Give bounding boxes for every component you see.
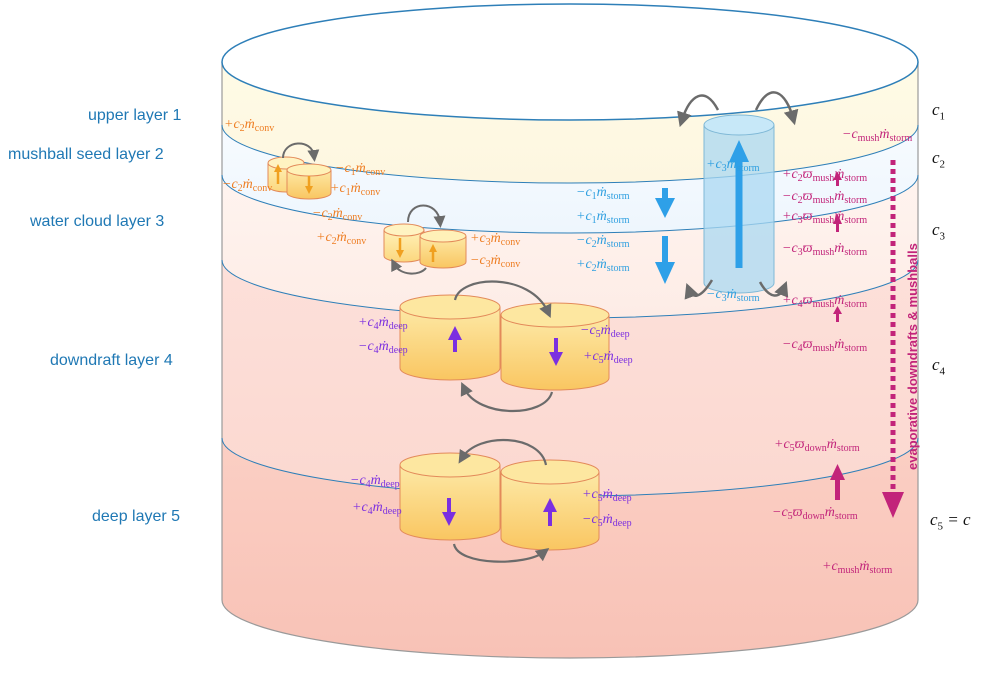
flux-deep-plus-c5-a: +c5ṁdeep — [583, 349, 633, 366]
layer-label-deep: deep layer 5 — [92, 508, 181, 525]
flux-deep-minus-c5-a: −c5ṁdeep — [580, 323, 630, 340]
level-c1: c1 — [932, 100, 946, 123]
flux-mush-plus-bottom: +cmushṁstorm — [822, 559, 893, 576]
flux-conv-plus-c2-top: +c2ṁconv — [224, 117, 275, 134]
level-c3: c3 — [932, 220, 946, 243]
flux-deep-plus-c4-b: +c4ṁdeep — [352, 500, 402, 517]
flux-deep-minus-c4-a: −c4ṁdeep — [358, 339, 408, 356]
flux-storm-minus-c2: −c2ṁstorm — [576, 233, 630, 250]
flux-storm-plus-c3: +c3ṁstorm — [706, 157, 760, 174]
flux-conv-minus-c2-mid: −c2ṁconv — [312, 206, 363, 223]
flux-down-minus-c5: −c5ϖdownṁstorm — [772, 505, 858, 522]
deep-cells-deep — [399, 439, 600, 563]
layer-label-upper: upper layer 1 — [88, 107, 182, 124]
side-label-evaporative: evaporative downdrafts & mushballs — [905, 243, 920, 470]
flux-conv-plus-c1: +c1ṁconv — [330, 181, 381, 198]
cylinder-top — [221, 3, 919, 121]
interface-2 — [221, 174, 919, 234]
flux-mush-plus-c2: +c2ϖmushṁstorm — [782, 167, 868, 184]
flux-storm-plus-c2: +c2ṁstorm — [576, 257, 630, 274]
deep-cells-downdraft — [399, 280, 610, 413]
mushball-dashed-arrowhead — [882, 492, 904, 518]
level-c2: c2 — [932, 148, 946, 171]
flux-mush-plus-c3: +c3ϖmushṁstorm — [782, 209, 868, 226]
flux-mush-plus-c4: +c4ϖmushṁstorm — [782, 293, 868, 310]
layer-label-seed: mushball seed layer 2 — [8, 146, 164, 163]
storm-column — [677, 91, 799, 300]
layer-label-downdraft: downdraft layer 4 — [50, 352, 173, 369]
flux-deep-minus-c5-b: −c5ṁdeep — [582, 512, 632, 529]
layer-label-water: water cloud layer 3 — [30, 213, 165, 230]
flux-storm-minus-c1: −c1ṁstorm — [576, 185, 630, 202]
flux-mush-minus-top: −cmushṁstorm — [842, 127, 913, 144]
flux-storm-plus-c1: +c1ṁstorm — [576, 209, 630, 226]
conv-cell-seed — [267, 142, 332, 200]
mush-arrows — [830, 172, 845, 500]
flux-conv-plus-c3: +c3ṁconv — [470, 231, 521, 248]
flux-conv-minus-c2-left: −c2ṁconv — [222, 177, 273, 194]
flux-down-plus-c5: +c5ϖdownṁstorm — [774, 437, 860, 454]
cylinder-bottom — [221, 599, 919, 659]
level-c4: c4 — [932, 355, 946, 378]
interface-1 — [221, 124, 919, 184]
conv-cell-water — [383, 204, 467, 275]
flux-mush-minus-c4: −c4ϖmushṁstorm — [782, 337, 868, 354]
flux-conv-plus-c2-mid: +c2ṁconv — [316, 230, 367, 247]
flux-deep-plus-c5-b: +c5ṁdeep — [582, 487, 632, 504]
flux-storm-minus-c3: −c3ṁstorm — [706, 287, 760, 304]
flux-conv-minus-c3: −c3ṁconv — [470, 253, 521, 270]
flux-mush-minus-c3: −c3ϖmushṁstorm — [782, 241, 868, 258]
flux-deep-minus-c4-b: −c4ṁdeep — [350, 473, 400, 490]
flux-conv-minus-c1: −c1ṁconv — [335, 161, 386, 178]
storm-down-arrows — [655, 188, 675, 284]
level-c5: c5 = c — [930, 510, 971, 533]
flux-deep-plus-c4-a: +c4ṁdeep — [358, 315, 408, 332]
flux-mush-minus-c2: −c2ϖmushṁstorm — [782, 189, 868, 206]
